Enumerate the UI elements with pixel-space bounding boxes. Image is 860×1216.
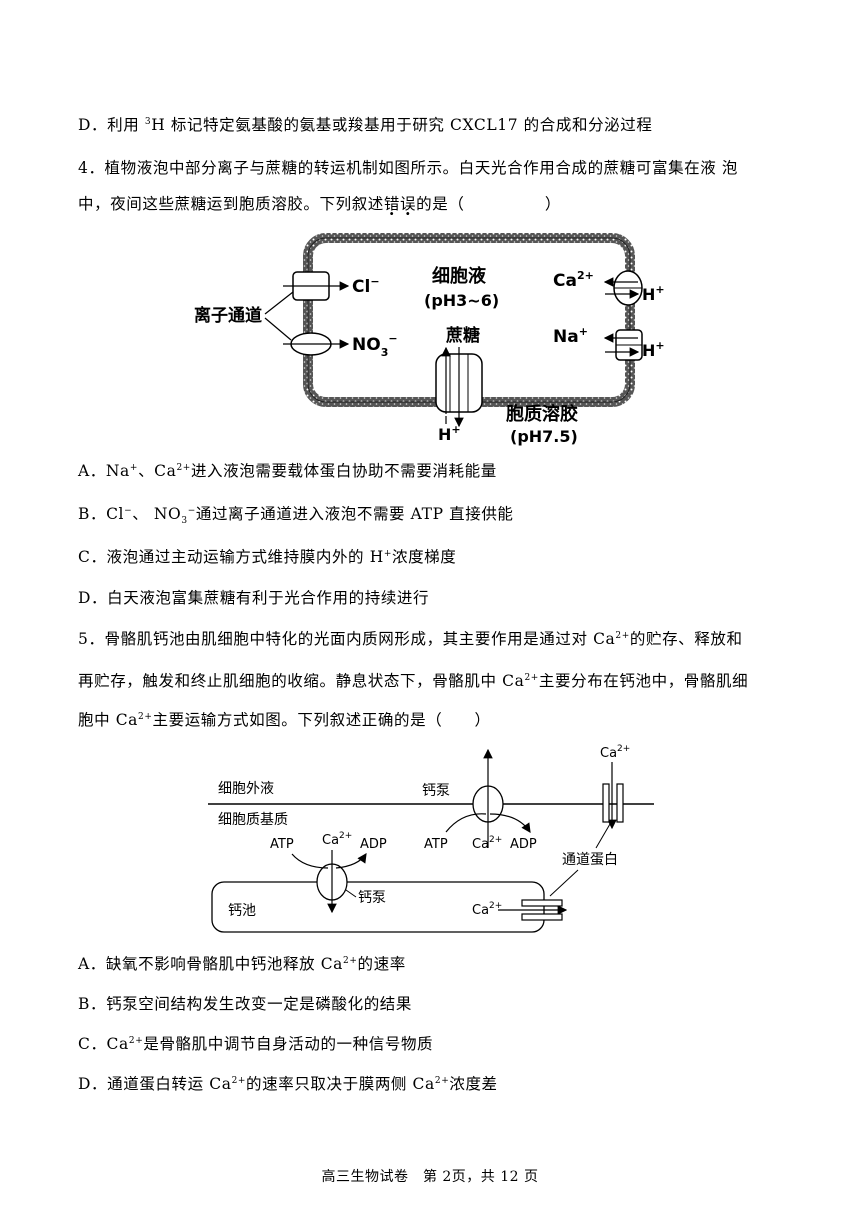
na-antiporter-h-label: H+: [642, 339, 665, 360]
q3-option-d: D．利用 3H 标记特定氨基酸的氨基或羧基用于研究 CXCL17 的合成和分泌过…: [78, 116, 653, 134]
membrane-ca: Ca2+: [472, 835, 502, 852]
sr-channel-bottom: [521, 913, 563, 921]
q4-option-a: A．Na+、Ca2+进入液泡需要载体蛋白协助不需要消耗能量: [78, 462, 497, 480]
q5-option-c: C．Ca2+是骨骼肌中调节自身活动的一种信号物质: [78, 1035, 434, 1053]
membrane-channel-right: [616, 783, 624, 823]
ca-antiporter-h-label: H+: [642, 283, 665, 304]
ion-channel-label: 离子通道: [194, 305, 262, 326]
sr-ca: Ca2+: [322, 831, 352, 848]
cytosol-ph: (pH7.5): [510, 427, 578, 446]
q5-calcium-diagram: 细胞外液 细胞质基质 钙泵 ATP Ca2+ ADP Ca2+ 通道蛋白 钙池 …: [208, 744, 654, 933]
calcium-pool: [211, 881, 545, 933]
membrane-atp: ATP: [424, 837, 448, 852]
cl-label: Cl−: [352, 275, 380, 297]
sucrose-label: 蔗糖: [445, 325, 480, 346]
q4-vacuole-diagram: Cl− NO3− 离子通道 细胞液 (pH3~6) 蔗糖 H+ 胞质溶胶 (pH…: [194, 233, 665, 446]
vacuole-label: 细胞液: [432, 265, 487, 287]
q5-option-d: D．通道蛋白转运 Ca2+的速率只取决于膜两侧 Ca2+浓度差: [78, 1075, 498, 1093]
q5-stem-line1: 5．骨骼肌钙池由肌细胞中特化的光面内质网形成，其主要作用是通过对 Ca2+的贮存…: [78, 630, 743, 648]
vacuole-ph: (pH3~6): [424, 291, 499, 310]
sr-channel-top: [521, 899, 563, 907]
q5-stem-line3: 胞中 Ca2+主要运输方式如图。下列叙述正确的是（ ）: [78, 711, 491, 729]
membrane-adp: ADP: [510, 837, 537, 852]
q4-option-d: D．白天液泡富集蔗糖有利于光合作用的持续进行: [78, 589, 430, 607]
sr-atp: ATP: [270, 837, 294, 852]
ca-label: Ca2+: [553, 269, 594, 291]
no3-label: NO3−: [352, 332, 398, 359]
calcium-pool-label: 钙池: [228, 903, 256, 919]
q5-option-b: B．钙泵空间结构发生改变一定是磷酸化的结果: [78, 995, 412, 1013]
membrane-channel-left: [602, 783, 610, 823]
q4-stem-line2: 中，夜间这些蔗糖运到胞质溶胶。下列叙述错误的是（ ）: [78, 193, 561, 215]
sr-adp: ADP: [360, 837, 387, 852]
q4-stem-line1: 4．植物液泡中部分离子与蔗糖的转运机制如图所示。白天光合作用合成的蔗糖可富集在液…: [78, 159, 738, 177]
q4-option-c: C．液泡通过主动运输方式维持膜内外的 H+浓度梯度: [78, 548, 457, 566]
q5-stem-line2: 再贮存，触发和终止肌细胞的收缩。静息状态下，骨骼肌中 Ca2+主要分布在钙池中，…: [78, 672, 749, 690]
sr-pump-label: 钙泵: [358, 890, 386, 906]
extracellular-label: 细胞外液: [218, 781, 274, 797]
sucrose-h-label: H+: [438, 423, 461, 444]
membrane-pump-label: 钙泵: [422, 783, 450, 799]
cytosol-label: 胞质溶胶: [506, 403, 578, 425]
pool-ca-label: Ca2+: [472, 901, 502, 918]
q5-option-a: A．缺氧不影响骨骼肌中钙池释放 Ca2+的速率: [78, 955, 406, 973]
na-label: Na+: [553, 325, 588, 347]
page-footer: 高三生物试卷 第 2页，共 12 页: [321, 1169, 539, 1185]
top-ca-label: Ca2+: [600, 744, 630, 761]
channel-protein-label: 通道蛋白: [562, 852, 618, 868]
q4-option-b: B．Cl−、 NO3−通过离子通道进入液泡不需要 ATP 直接供能: [78, 505, 514, 527]
matrix-label: 细胞质基质: [218, 811, 288, 828]
